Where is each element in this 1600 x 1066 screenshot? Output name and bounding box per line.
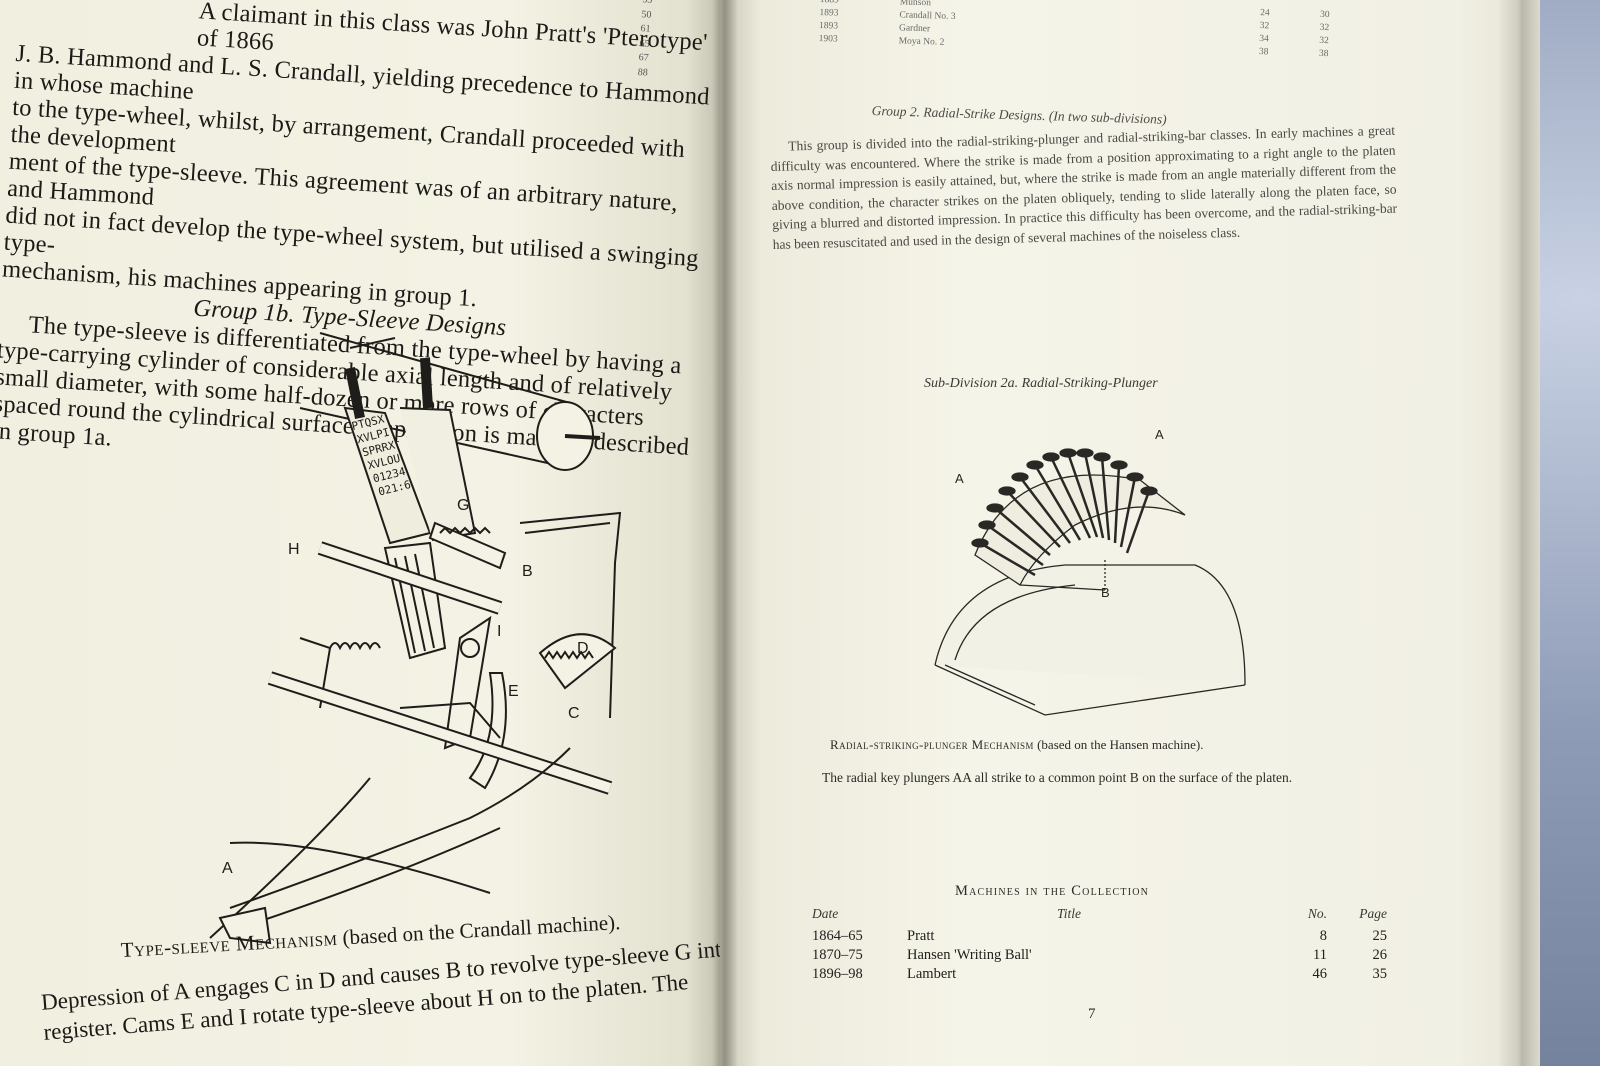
label-h: H xyxy=(288,541,300,558)
type-sleeve-mechanism-illustration: A B C D E G H I PTQSX XVLPI SPRRX XVLOU … xyxy=(209,332,622,945)
page-edges xyxy=(1500,0,1540,1066)
collection-heading: Machines in the Collection xyxy=(955,883,1150,899)
paragraph-text: The radial key plungers AA all strike to… xyxy=(822,770,1293,785)
subdivision-2a-heading: Sub-Division 2a. Radial-Striking-Plunger xyxy=(924,376,1158,391)
table-header: Date Title No. Page xyxy=(812,906,1392,928)
radial-plunger-description: The radial key plungers AA all strike to… xyxy=(806,769,1386,786)
label-b: B xyxy=(1101,585,1110,600)
column-header: Page xyxy=(1359,906,1387,921)
side-numbers: 55 50 61 65 67 88 xyxy=(637,0,672,82)
label-a: A xyxy=(222,860,233,877)
label-a-left: A xyxy=(955,471,964,486)
collection-table: Date Title No. Page 1864–65 Pratt 8 25 1… xyxy=(812,906,1392,985)
table-cell: 11 xyxy=(1313,947,1327,963)
page-number: 7 xyxy=(1088,1006,1096,1022)
caption-title: Radial-striking-plunger Mechanism xyxy=(830,737,1034,752)
caption-note: (based on the Hansen machine). xyxy=(1033,737,1204,752)
label-b: B xyxy=(522,563,533,580)
label-d: D xyxy=(577,640,589,657)
right-page xyxy=(720,0,1540,1066)
side-number: 67 xyxy=(638,52,650,64)
table-cell: Hansen 'Writing Ball' xyxy=(907,947,1032,963)
table-cell: 1864–65 xyxy=(812,928,863,944)
table-cell: 1896–98 xyxy=(812,966,863,982)
label-c: C xyxy=(568,705,580,722)
table-cell: 26 xyxy=(1372,947,1388,963)
label-a-top: A xyxy=(1155,427,1164,442)
column-header: Title xyxy=(1057,906,1082,921)
paragraph-text: This group is divided into the radial-st… xyxy=(770,122,1398,252)
book-gutter xyxy=(712,0,738,1066)
group-2-paragraph: This group is divided into the radial-st… xyxy=(770,121,1398,254)
table-cell: Lambert xyxy=(907,966,957,982)
side-number: 88 xyxy=(637,66,649,79)
table-cell: 38 xyxy=(1318,48,1329,60)
left-page: A claimant in this class was John Pratt'… xyxy=(0,0,730,1066)
table-cell: 35 xyxy=(1372,966,1388,982)
table-cell: 25 xyxy=(1372,928,1388,944)
table-cell: 1870–75 xyxy=(812,947,863,963)
label-e: E xyxy=(508,683,519,700)
table-cell: Pratt xyxy=(907,928,935,944)
side-number: 61 xyxy=(640,23,651,35)
table-cell: 46 xyxy=(1312,966,1328,982)
table-row: 1896–98 Lambert 46 35 xyxy=(812,966,1392,985)
column-header: No. xyxy=(1307,906,1327,921)
radial-plunger-caption: Radial-striking-plunger Mechanism (based… xyxy=(830,737,1390,753)
table-row: 1864–65 Pratt 8 25 xyxy=(812,928,1392,947)
table-row: 1870–75 Hansen 'Writing Ball' 11 26 xyxy=(812,947,1392,966)
table-cell: 8 xyxy=(1319,928,1327,944)
label-i: I xyxy=(497,623,501,640)
column-header: Date xyxy=(812,906,839,921)
table-cell: 38 xyxy=(1258,47,1269,58)
table-cell: 1903 xyxy=(818,33,838,45)
label-g: G xyxy=(457,497,469,514)
radial-plunger-illustration: A A B xyxy=(934,427,1246,716)
